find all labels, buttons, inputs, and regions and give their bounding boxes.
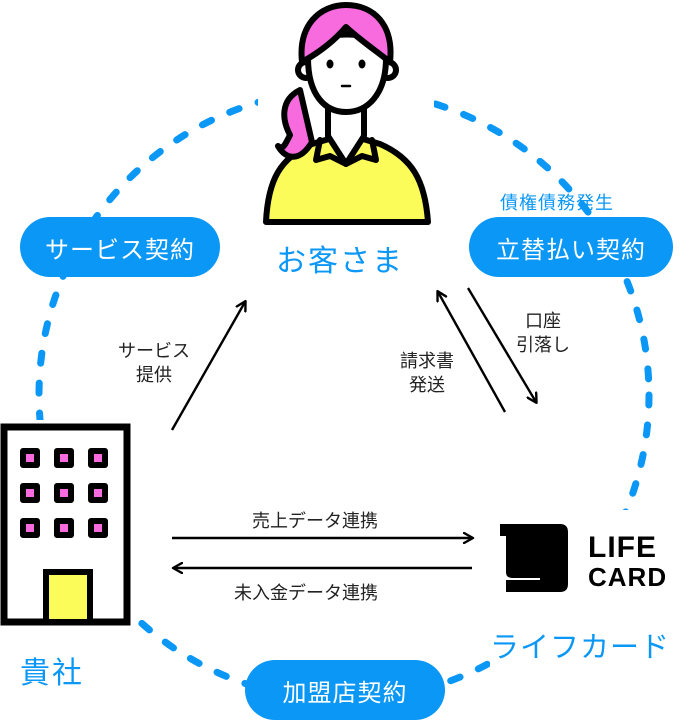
arrow-account-debit [466,287,536,402]
service-provision-label-line2: 提供 [136,365,172,387]
invoice-sending-label-line1: 請求書 [400,351,454,372]
woman-person-icon [263,2,431,225]
service-contract-pill: サービス契約 [20,217,220,277]
invoice-sending-label: 請求書 発送 [400,350,454,399]
merchant-label: 貴社 [20,656,84,691]
unpaid-data-label: 未入金データ連携 [234,583,378,604]
account-debit-label: 口座 引落し [516,310,570,359]
account-debit-label-line2: 引落し [516,335,570,357]
lifecard-label: ライフカード [490,630,671,664]
account-debit-label-line1: 口座 [525,311,561,332]
lifecard-logo-icon [500,524,568,592]
advance-payment-contract-pill: 立替払い契約 [469,217,673,277]
invoice-sending-label-line2: 発送 [409,375,445,397]
lifecard-logo-line1: LIFE [588,531,657,564]
lifecard-logo-text: LIFE CARD [588,532,667,591]
face-features-icon [326,59,366,88]
arrow-invoice-sending [438,292,507,413]
service-provision-label: サービス 提供 [118,340,190,389]
merchant-contract-pill: 加盟店契約 [245,660,445,720]
sales-data-label: 売上データ連携 [252,511,378,532]
lifecard-logo-line2: CARD [588,561,668,592]
advance-payment-note: 債権債務発生 [500,193,614,214]
arrow-service-provision [170,302,245,431]
service-provision-label-line1: サービス [118,341,190,362]
office-building-icon [0,423,131,626]
customer-label: お客さま [276,244,404,279]
